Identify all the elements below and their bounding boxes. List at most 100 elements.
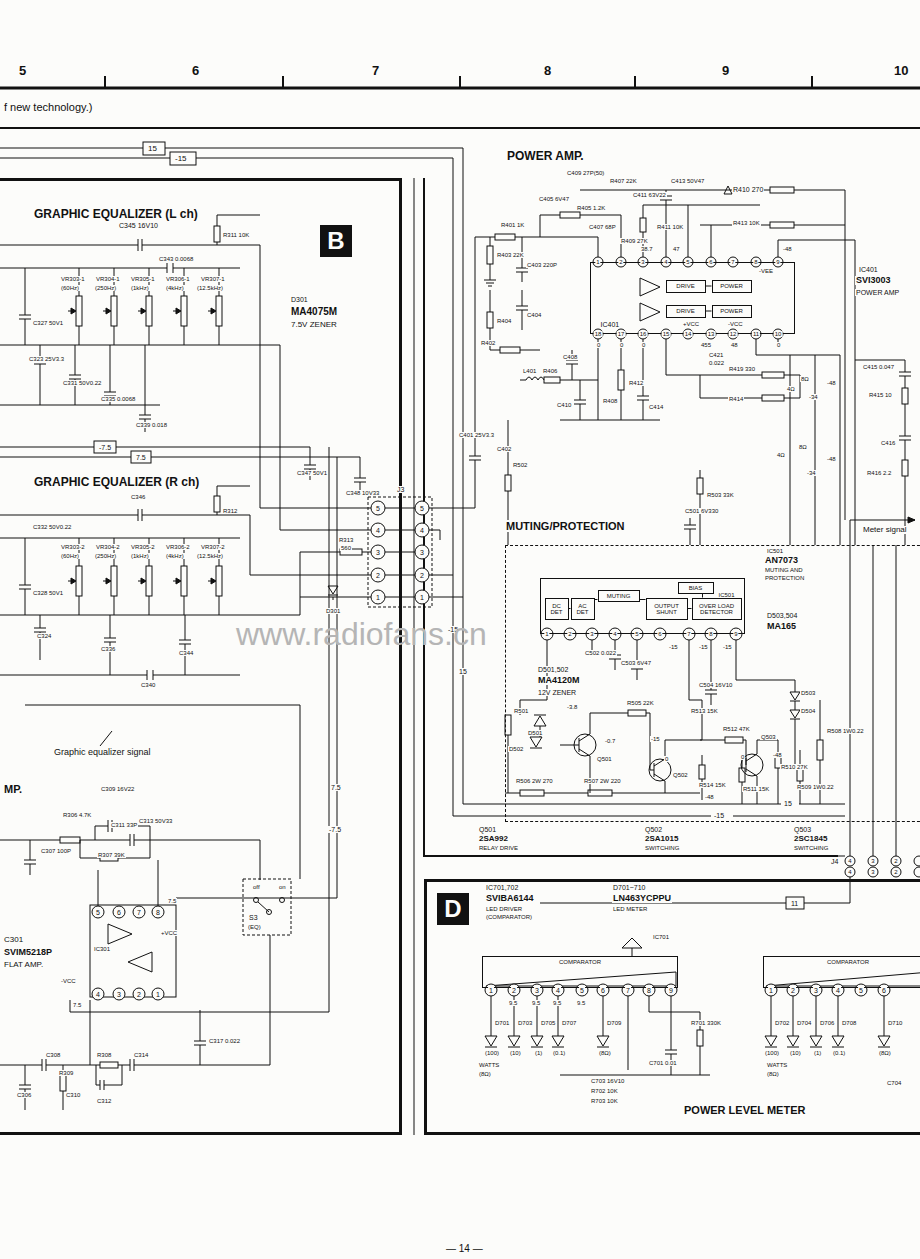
component-label: D504 [800, 708, 816, 714]
component-label: C413 50V47 [670, 178, 705, 184]
component-label: C411 63V22 [632, 192, 667, 198]
component-label: C404 [526, 312, 542, 318]
component-label: 455 [700, 342, 712, 348]
component-label: C346 [130, 494, 146, 500]
component-label: R414 [728, 396, 744, 402]
part-title: MA4075M [290, 307, 338, 317]
pin-number: 4 [847, 858, 852, 864]
component-label: 7.5V ZENER [290, 321, 338, 329]
component-label: 7.5 [330, 784, 342, 791]
component-label: Q502 [644, 826, 663, 833]
component-label: C409 27P(50) [566, 170, 605, 176]
pin-number: 13 [707, 331, 716, 337]
component-label: R514 15K [698, 782, 727, 788]
component-label: -7.5 [328, 826, 342, 833]
component-label: C408 [562, 354, 578, 360]
pin-number: 4 [835, 987, 841, 994]
function-block: MUTING [598, 590, 640, 602]
component-label: C421 [708, 352, 724, 358]
component-label: R409 27K [620, 238, 649, 244]
block-label: POWER [720, 283, 743, 289]
pin-number: 2 [893, 869, 898, 875]
part-title: POWER AMP. [506, 150, 585, 162]
pin-number: 3 [589, 631, 594, 637]
part-title: AN7073 [764, 556, 799, 565]
part-title: SVIBA6144 [485, 894, 535, 903]
component-label: 4Ω [786, 386, 796, 392]
component-label: -15 [698, 644, 709, 650]
part-title: GRAPHIC EQUALIZER (L ch) [33, 208, 199, 220]
component-label: on [278, 884, 287, 890]
component-label: D503,504 [766, 612, 798, 619]
component-label: C415 0.047 [862, 364, 895, 370]
component-label: L401 [522, 368, 537, 374]
pin-number: 9 [668, 987, 674, 994]
component-label: VR305-2 [130, 544, 156, 550]
component-label: (250Hz) [94, 285, 117, 291]
component-label: (EQ) [247, 924, 262, 930]
part-title: 10 [893, 64, 909, 77]
pin-number: 4 [419, 527, 425, 534]
component-label: C416 [880, 440, 896, 446]
component-label: C323 25V3.3 [28, 356, 65, 362]
component-label: C336 [100, 646, 116, 652]
component-label: J3 [396, 486, 405, 493]
pin-number: 8 [646, 987, 652, 994]
component-label: R413 10K [732, 220, 761, 226]
pin-number: 5 [858, 987, 864, 994]
component-label: C331 50V0.22 [62, 380, 102, 386]
pin-number: 7 [625, 987, 631, 994]
pin-number: 6 [881, 987, 887, 994]
component-label: D707 [561, 1020, 577, 1026]
component-label: R501 [513, 708, 529, 714]
component-label: C704 [886, 1080, 902, 1086]
ic-package: IC501DC DETAC DETMUTINGBIASOUTPUT SHUNTO… [540, 578, 745, 634]
component-label: MUTING AND [764, 567, 804, 573]
pin-number: 3 [116, 991, 122, 998]
pin-number: 6 [657, 631, 662, 637]
pin-number: 3 [375, 549, 381, 556]
component-label: R308 [96, 1052, 112, 1058]
pin-number: 2 [790, 987, 796, 994]
component-label: R511 15K [742, 786, 770, 792]
component-label: Graphic equalizer signal [53, 748, 152, 757]
component-label: C308 [45, 1052, 61, 1058]
block-label: DRIVE [676, 283, 694, 289]
component-label: R313 [338, 537, 354, 543]
pin-number: 16 [639, 331, 648, 337]
component-label: Q503 [793, 826, 812, 833]
component-label: R512 47K [722, 726, 751, 732]
component-label: 0 [664, 756, 669, 762]
pin-number: 1 [544, 631, 549, 637]
pin-number: 3 [813, 987, 819, 994]
component-label: J4 [830, 858, 839, 865]
component-label: 0 [740, 754, 745, 760]
component-label: R411 10K [656, 224, 684, 230]
pin-number: 4 [95, 991, 101, 998]
component-label: C335 0.0068 [100, 396, 136, 402]
component-label: D502 [508, 746, 524, 752]
block-label: OVER LOAD DETECTOR [694, 603, 740, 615]
pin-number: 3 [870, 869, 875, 875]
component-label: C347 50V1 [296, 470, 328, 476]
component-label: C301 [3, 936, 24, 944]
pin-number: 12 [729, 331, 738, 337]
component-label: 560 [340, 545, 352, 551]
part-title: MA4120M [537, 676, 581, 685]
pin-number: 2 [511, 987, 517, 994]
component-label: D704 [796, 1020, 812, 1026]
component-label: (12.5kHz) [196, 285, 224, 291]
part-title: 9 [721, 64, 730, 77]
component-label: (COMPARATOR) [485, 914, 533, 920]
component-label: C339 0.018 [135, 422, 168, 428]
part-title: SVI3003 [855, 276, 892, 285]
component-label: (0.1) [832, 1050, 846, 1056]
component-label: D708 [841, 1020, 857, 1026]
pin-number: 2 [567, 631, 572, 637]
component-label: C344 [178, 650, 194, 656]
component-label: (8Ω) [478, 1071, 492, 1077]
component-label: D501 [527, 730, 543, 736]
component-label: 0 [596, 342, 601, 348]
component-label: C311 33P [110, 822, 138, 828]
component-label: (8Ω) [598, 1050, 612, 1056]
